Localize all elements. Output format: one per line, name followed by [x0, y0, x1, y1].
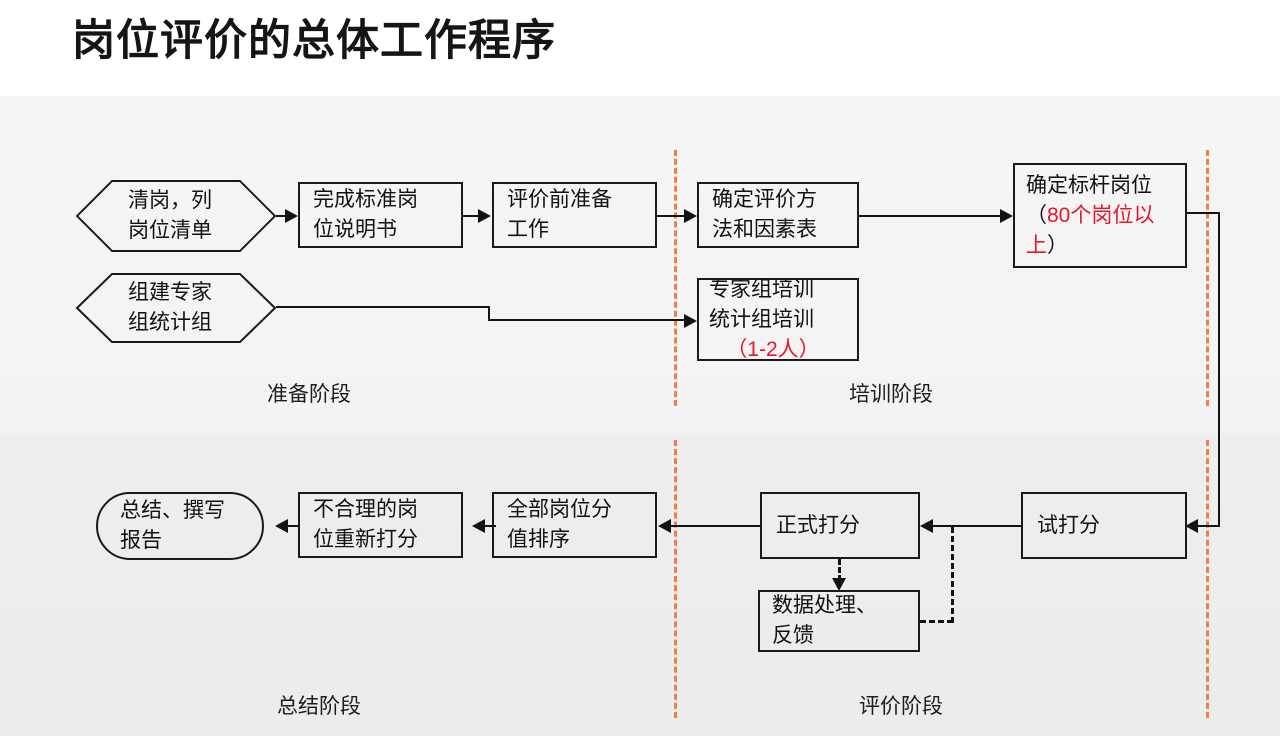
- node-training-line1: 专家组培训: [709, 277, 814, 301]
- page-title: 岗位评价的总体工作程序: [72, 17, 556, 65]
- arrowhead-to-rank: [658, 519, 671, 533]
- hexagon-shape: [75, 180, 277, 252]
- connector-into-trialscoring-h: [1188, 525, 1220, 527]
- connector-prep-to-method: [657, 215, 691, 217]
- node-clear-posts-line2: 岗位清单: [128, 219, 212, 242]
- node-summary-report-line1: 总结、撰写: [120, 499, 225, 522]
- connector-buildteams-step-v: [488, 306, 490, 321]
- node-rescore-line1: 不合理的岗: [313, 498, 418, 521]
- arrowhead-to-formal-scoring: [920, 519, 933, 533]
- node-pre-eval-prep-line1: 评价前准备: [507, 188, 612, 211]
- connector-trial-to-formal: [932, 525, 1021, 527]
- node-benchmark-posts[interactable]: 确定标杆岗位 （80个岗位以 上）: [1013, 163, 1187, 268]
- node-data-feedback-line1: 数据处理、: [772, 594, 877, 617]
- node-summary-report-line2: 报告: [120, 529, 162, 552]
- node-job-descriptions-line1: 完成标准岗: [313, 188, 418, 211]
- dashed-connector-formal-to-data: [838, 559, 841, 581]
- node-method-factors-line2: 法和因素表: [712, 218, 817, 241]
- arrowhead-to-rescore: [472, 519, 485, 533]
- phase-divider-top: [674, 150, 677, 406]
- node-trial-scoring[interactable]: 试打分: [1021, 492, 1187, 559]
- node-rank-all-scores[interactable]: 全部岗位分 值排序: [492, 492, 657, 558]
- connector-rescore-to-summary: [278, 525, 300, 527]
- node-pre-eval-prep[interactable]: 评价前准备 工作: [492, 182, 657, 248]
- phase-divider-right-top: [1206, 150, 1209, 406]
- node-build-teams[interactable]: 组建专家 组统计组: [75, 273, 277, 343]
- node-clear-posts[interactable]: 清岗，列 岗位清单: [75, 180, 277, 252]
- node-training[interactable]: 专家组培训 统计组培训 （1-2人）: [697, 278, 859, 361]
- node-job-descriptions[interactable]: 完成标准岗 位说明书: [298, 182, 463, 248]
- connector-benchmark-down-v: [1218, 212, 1220, 527]
- connector-jobdesc-to-prep: [463, 215, 481, 217]
- node-benchmark-posts-line2: （80个岗位以: [1026, 201, 1179, 231]
- phase-label-evaluation: 评价阶段: [859, 695, 943, 718]
- node-data-feedback[interactable]: 数据处理、 反馈: [758, 590, 920, 652]
- node-clear-posts-line1: 清岗，列: [128, 189, 212, 212]
- node-rank-line2: 值排序: [507, 528, 570, 551]
- dashed-feedback-h: [920, 620, 953, 623]
- connector-clearposts-to-jobdesc: [276, 215, 290, 217]
- phase-divider-bottom: [674, 440, 677, 718]
- node-trial-scoring-label: 试打分: [1037, 513, 1100, 537]
- phase-label-prep: 准备阶段: [267, 383, 351, 406]
- node-data-feedback-line2: 反馈: [772, 624, 814, 647]
- node-pre-eval-prep-line2: 工作: [507, 218, 549, 241]
- node-summary-report[interactable]: 总结、撰写 报告: [96, 492, 264, 560]
- benchmark-paren-close: ）: [1047, 233, 1068, 257]
- title-background-band: [0, 0, 1280, 96]
- phase-label-summary: 总结阶段: [277, 695, 361, 718]
- arrowhead-to-benchmark: [1000, 209, 1013, 223]
- connector-benchmark-out-h: [1187, 212, 1220, 214]
- benchmark-highlight-line2: 80个岗位以: [1047, 203, 1155, 227]
- node-build-teams-line1: 组建专家: [128, 281, 212, 304]
- node-clear-posts-text: 清岗，列 岗位清单: [128, 186, 276, 246]
- node-method-factors-line1: 确定评价方: [712, 188, 817, 211]
- connector-rank-to-rescore: [478, 525, 496, 527]
- arrowhead-to-data-feedback: [832, 578, 846, 591]
- benchmark-paren-open: （: [1026, 203, 1047, 227]
- arrowhead-to-jobdesc: [285, 209, 298, 223]
- phase-divider-right-bottom: [1206, 440, 1209, 718]
- hexagon-shape: [75, 273, 277, 343]
- benchmark-highlight-line3: 上: [1026, 233, 1047, 257]
- node-formal-scoring[interactable]: 正式打分: [760, 492, 920, 559]
- node-benchmark-posts-line3: 上）: [1026, 231, 1179, 261]
- connector-method-to-benchmark: [859, 215, 1007, 217]
- node-job-descriptions-line2: 位说明书: [313, 218, 397, 241]
- node-training-headcount: （1-2人）: [726, 337, 820, 361]
- arrowhead-to-prep: [478, 209, 491, 223]
- arrowhead-to-trialscoring: [1185, 519, 1198, 533]
- node-build-teams-line2: 组统计组: [128, 311, 212, 334]
- dashed-feedback-v: [951, 527, 954, 623]
- node-formal-scoring-label: 正式打分: [776, 513, 860, 537]
- arrowhead-to-method: [684, 209, 697, 223]
- node-training-line2: 统计组培训: [709, 307, 814, 331]
- connector-buildteams-h2: [488, 319, 685, 321]
- arrowhead-to-summary: [275, 519, 288, 533]
- node-build-teams-text: 组建专家 组统计组: [128, 278, 276, 338]
- node-rank-line1: 全部岗位分: [507, 498, 612, 521]
- node-rescore-line2: 位重新打分: [313, 528, 418, 551]
- connector-formal-to-rank: [670, 525, 760, 527]
- node-method-factors[interactable]: 确定评价方 法和因素表: [697, 182, 859, 248]
- node-benchmark-posts-line1: 确定标杆岗位: [1026, 173, 1152, 197]
- phase-label-training: 培训阶段: [849, 383, 933, 406]
- arrowhead-to-training: [684, 314, 697, 328]
- connector-buildteams-h1: [276, 306, 490, 308]
- node-rescore-unreasonable[interactable]: 不合理的岗 位重新打分: [298, 492, 463, 558]
